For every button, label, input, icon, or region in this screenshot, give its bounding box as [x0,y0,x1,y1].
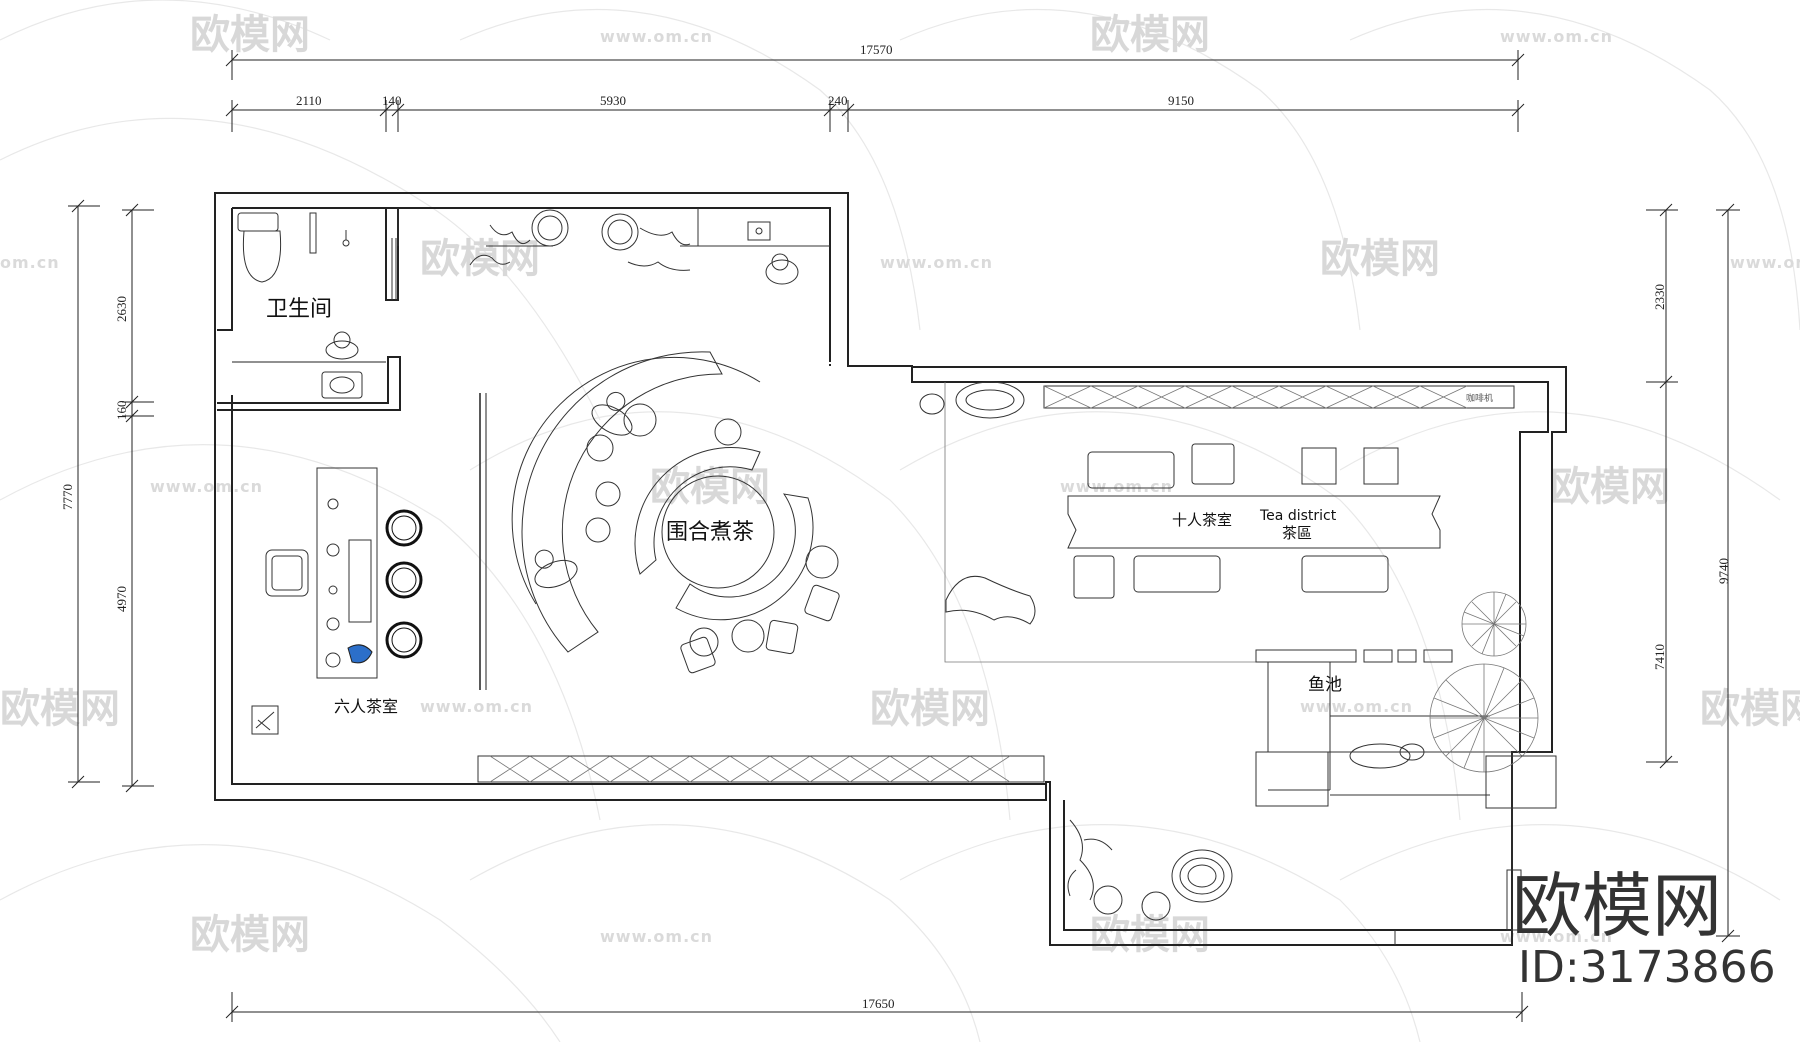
person-figure-icon [534,549,578,589]
watermark-url: www.om.cn [150,477,263,496]
dim-left-seg-3: 4970 [114,586,129,612]
room-label-bathroom: 卫生间 [266,297,332,322]
fish-pond-area [1067,591,1557,921]
room-label-fish-pond: 鱼池 [1308,675,1342,695]
rock-icon [1349,743,1425,769]
watermark-url: www.om.cn [600,927,713,946]
plant-icon [1067,819,1113,901]
watermark-brand: 欧模网 [420,236,540,282]
footer-brand: 欧模网 [1512,865,1722,947]
tea-stool [385,509,423,659]
watermark-brand: 欧模网 [1090,12,1210,58]
water-bowl-icon [1093,849,1233,921]
dim-top-seg-5: 9150 [1168,93,1194,108]
animal-sculpture-icon [945,575,1036,625]
dim-top-seg-4: 240 [828,93,848,108]
storage-band-top: 咖啡机 [1043,385,1515,409]
shower-icon [342,230,350,247]
storage-band-bottom [477,755,1045,783]
room-label-six-person-tea-room: 六人茶室 [334,697,398,716]
watermark-url: www.om.cn [600,27,713,46]
watermark-brand: 欧模网 [190,912,310,958]
watermark-url: www.om.cn [1300,697,1413,716]
dim-left-total: 7770 [60,484,75,510]
watermark-brand: 欧模网 [1320,236,1440,282]
dim-right-seg-2: 7410 [1652,644,1667,670]
dim-bottom-total: 17650 [862,996,895,1011]
dim-top-seg-3: 5930 [600,93,626,108]
person-figure-icon [325,331,359,360]
dim-right-seg-1: 2330 [1652,284,1667,310]
watermark-url: www.om.cn [420,697,533,716]
dim-right-total: 9740 [1716,558,1731,584]
watermark-brand: 欧模网 [1700,686,1800,732]
dim-top-seg-2: 140 [382,93,402,108]
person-figure-icon [765,253,799,285]
person-figure-icon [591,391,633,436]
watermark-brand: 欧模网 [1550,464,1670,510]
watermark-brand: 欧模网 [1090,912,1210,958]
bathroom-fixtures [237,212,363,399]
watermark-brand: 欧模网 [870,686,990,732]
watermark-url: www.om.cn [1500,927,1613,946]
watermark-url: www.om.cn [1060,477,1173,496]
coffee-machine-label: 咖啡机 [1466,392,1493,404]
ten-person-tea-room-furniture [919,381,1453,663]
watermark-brand: 欧模网 [0,686,120,732]
dimensions: 17570 2110 140 5930 240 9150 17650 7770 [60,42,1740,1022]
watermark-url: om.cn [0,253,60,272]
armchair-icon [680,584,840,674]
watermark-url: www.om.cn [1500,27,1613,46]
dim-top-total: 17570 [860,42,893,57]
room-label-tea-district-cn: 茶區 [1282,524,1312,542]
watermark-brand: 欧模网 [190,12,310,58]
plant-icon [469,224,691,271]
rock-icon [919,381,1025,419]
watermark-url: www.om.cn [1730,253,1800,272]
room-label-ten-person-tea-room: 十人茶室 [1172,511,1232,529]
room-label-tea-district-en: Tea district [1259,508,1337,524]
circular-tea-area [511,351,840,674]
dim-top-seg-1: 2110 [296,93,322,108]
counter-decor [469,209,799,285]
dim-left-seg-1: 2630 [114,296,129,322]
palm-plant-icon [1461,591,1527,657]
armchair-icon [265,549,309,597]
palm-plant-icon [1429,663,1539,773]
six-person-tea-room-furniture [251,467,423,735]
room-label-tea-circle: 围合煮茶 [666,520,754,545]
footer-id: ID:3173866 [1518,942,1776,993]
watermark-url: www.om.cn [880,253,993,272]
dim-left-seg-2: 160 [114,401,129,421]
